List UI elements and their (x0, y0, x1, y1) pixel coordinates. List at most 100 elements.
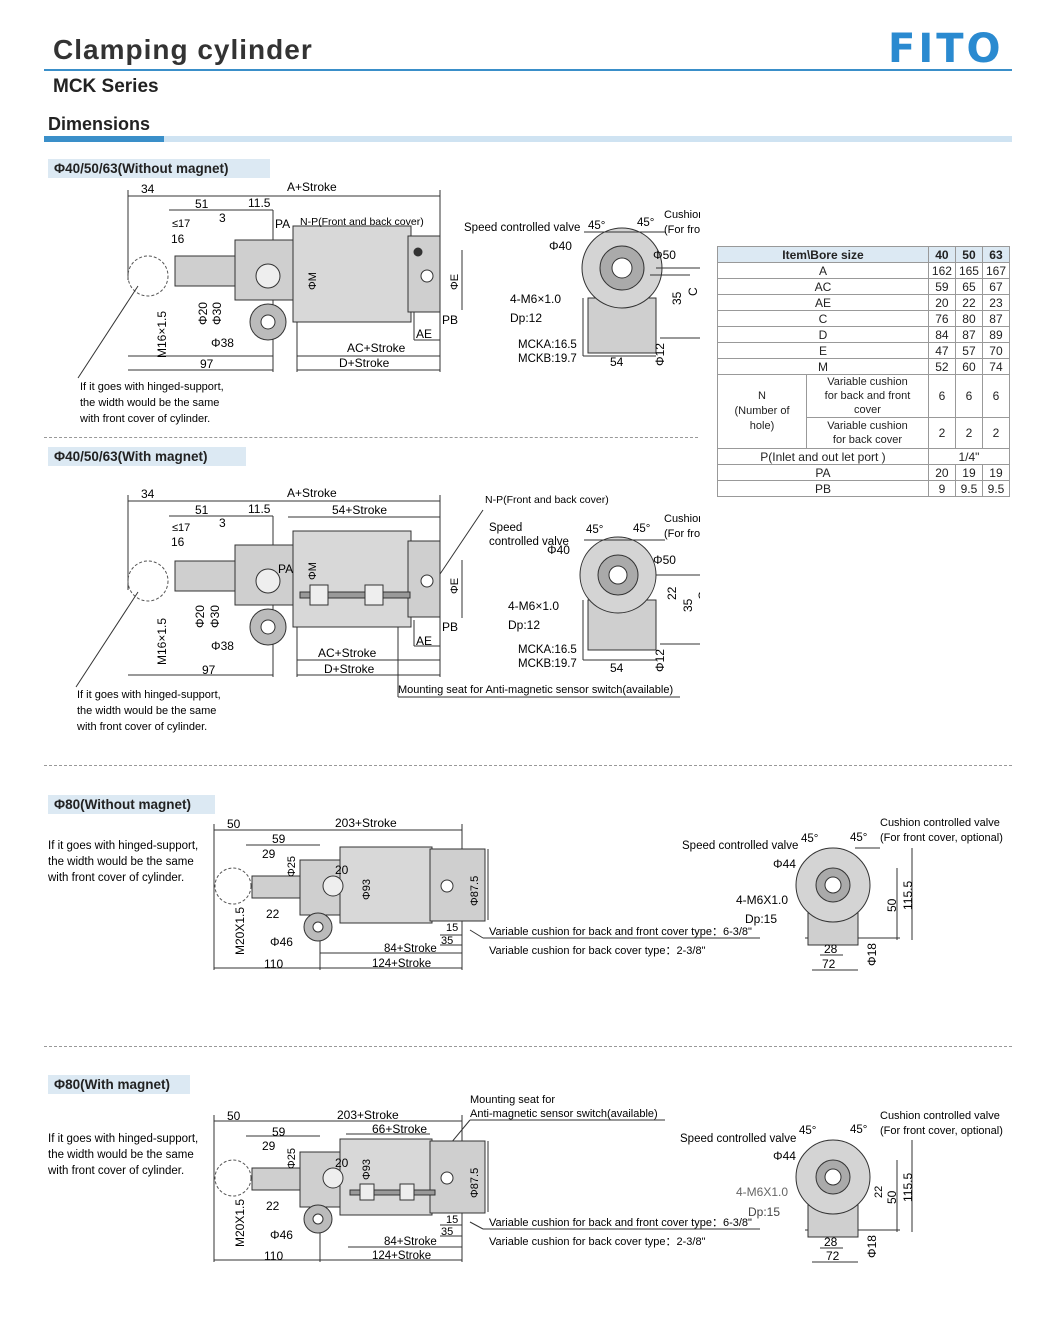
dim-50-vertical: 50 (885, 1190, 899, 1204)
hinge-note: If it goes with hinged-support, (48, 1133, 198, 1145)
table-cell: 19 (954, 464, 983, 481)
hinge-note: the width would be the same (80, 397, 219, 409)
dim-84-stroke: 84+Stroke (384, 1236, 437, 1248)
dim-11-5: 11.5 (248, 502, 271, 516)
hinge-note: with front cover of cylinder. (79, 413, 210, 425)
brand-logo: FITO (888, 26, 1004, 72)
dim-phi18: Φ18 (865, 943, 879, 966)
dim-28: 28 (824, 942, 838, 956)
table-cell: 57 (954, 342, 983, 359)
dim-17: ≤17 (172, 218, 190, 230)
dim-97: 97 (202, 663, 216, 677)
dim-97: 97 (200, 357, 214, 371)
section-tag-1: Φ40/50/63(Without magnet) (48, 159, 270, 178)
dim-72: 72 (822, 957, 836, 971)
table-cell: 9.5 (954, 480, 983, 497)
dim-17: ≤17 (172, 522, 190, 534)
angle-45: 45° (633, 523, 650, 535)
dim-pb: PB (442, 313, 458, 327)
dim-124-stroke: 124+Stroke (372, 1250, 431, 1262)
table-cell: 2 (954, 417, 983, 449)
dim-50-vertical: 50 (885, 898, 899, 912)
label-mounting-seat: Mounting seat for Anti-magnetic sensor s… (398, 684, 673, 696)
hinge-note: If it goes with hinged-support, (48, 840, 198, 852)
table-cell: PB (717, 480, 929, 497)
dim-phi50: Φ50 (653, 248, 676, 262)
table-cell: 162 (927, 262, 956, 279)
table-cell: E (717, 342, 929, 359)
label-cushion-note: (For front cover, optional) (880, 832, 1003, 844)
table-cell: 20 (927, 294, 956, 311)
table-cell: 89 (981, 326, 1011, 343)
label-mounting-seat: Anti-magnetic sensor switch(available) (470, 1108, 658, 1120)
dim-54-stroke: 54+Stroke (332, 503, 387, 517)
dim-72: 72 (826, 1249, 840, 1263)
label-cushion-valve: Cushion controlled valve (664, 209, 700, 221)
table-cell: A (717, 262, 929, 279)
dim-phi30: Φ30 (210, 302, 224, 325)
dim-22: 22 (665, 586, 679, 600)
dim-124-stroke: 124+Stroke (372, 958, 431, 970)
drawing-80-no-magnet: 50 203+Stroke 59 29 Φ25 20 Φ93 Φ87.5 22 … (47, 816, 1003, 971)
dim-mckb: MCKB:19.7 (518, 658, 577, 670)
dim-16: 16 (171, 232, 185, 246)
dim-20: 20 (335, 863, 349, 877)
dim-mcka: MCKA:16.5 (518, 644, 577, 656)
table-cell: M (717, 358, 929, 375)
dim-16: 16 (171, 535, 185, 549)
dim-59: 59 (272, 832, 286, 846)
table-header: 63 (981, 246, 1011, 263)
dim-phi40: Φ40 (547, 543, 570, 557)
table-cell: 70 (981, 342, 1011, 359)
separator (44, 765, 1012, 766)
drawing-40-63-magnet: 34 A+Stroke 51 11.5 54+Stroke ≤17 3 N-P(… (75, 486, 700, 733)
dim-34: 34 (141, 487, 155, 501)
label-variable-cushion-back: Variable cushion for back cover type：2-3… (489, 945, 706, 957)
dim-phi40: Φ40 (549, 239, 572, 253)
dim-d-stroke: D+Stroke (339, 356, 390, 370)
label-speed-valve: Speed controlled valve (464, 222, 580, 234)
label-cushion-valve: Cushion controlled valve (880, 817, 1000, 829)
dim-phi46: Φ46 (270, 1228, 293, 1242)
hinge-note: with front cover of cylinder. (47, 872, 184, 884)
dim-m16: M16×1.5 (155, 618, 169, 665)
label-speed: Speed (489, 522, 522, 534)
dim-phi93: Φ93 (361, 879, 373, 900)
hinge-note: the width would be the same (77, 705, 216, 717)
dim-ac-stroke: AC+Stroke (347, 341, 406, 355)
table-cell: 9 (927, 480, 956, 497)
dim-dp: Dp:12 (510, 311, 542, 325)
dim-29: 29 (262, 847, 276, 861)
dim-20: 20 (335, 1156, 349, 1170)
section-tag-4: Φ80(With magnet) (48, 1075, 190, 1094)
section-tag-3: Φ80(Without magnet) (48, 795, 215, 814)
series-label: MCK Series (53, 76, 159, 97)
label-cushion-valve: Cushion controlled valve (664, 513, 700, 525)
dim-51: 51 (195, 503, 209, 517)
hinge-note: the width would be the same (48, 1149, 194, 1161)
title-rule (44, 69, 1012, 71)
dim-phi50: Φ50 (653, 553, 676, 567)
dim-pa: PA (278, 562, 293, 576)
dim-mcka: MCKA:16.5 (518, 339, 577, 351)
label-controlled-valve: controlled valve (489, 536, 569, 548)
dim-ae: AE (416, 327, 432, 341)
dim-phim: ΦM (307, 272, 319, 290)
dim-35: 35 (441, 935, 453, 947)
dim-115-5: 115.5 (901, 1173, 915, 1202)
dim-35: 35 (681, 598, 695, 612)
table-header: 40 (927, 246, 956, 263)
dim-m6: 4-M6X1.0 (736, 893, 788, 907)
angle-45: 45° (801, 833, 818, 845)
page-title: Clamping cylinder (53, 34, 313, 65)
label-variable-cushion-back: Variable cushion for back cover type：2-3… (489, 1236, 706, 1248)
table-cell: 60 (954, 358, 983, 375)
dim-15: 15 (446, 922, 458, 934)
table-cell: PA (717, 464, 929, 481)
dim-phie: ΦE (449, 578, 461, 594)
table-cell: 167 (981, 262, 1011, 279)
